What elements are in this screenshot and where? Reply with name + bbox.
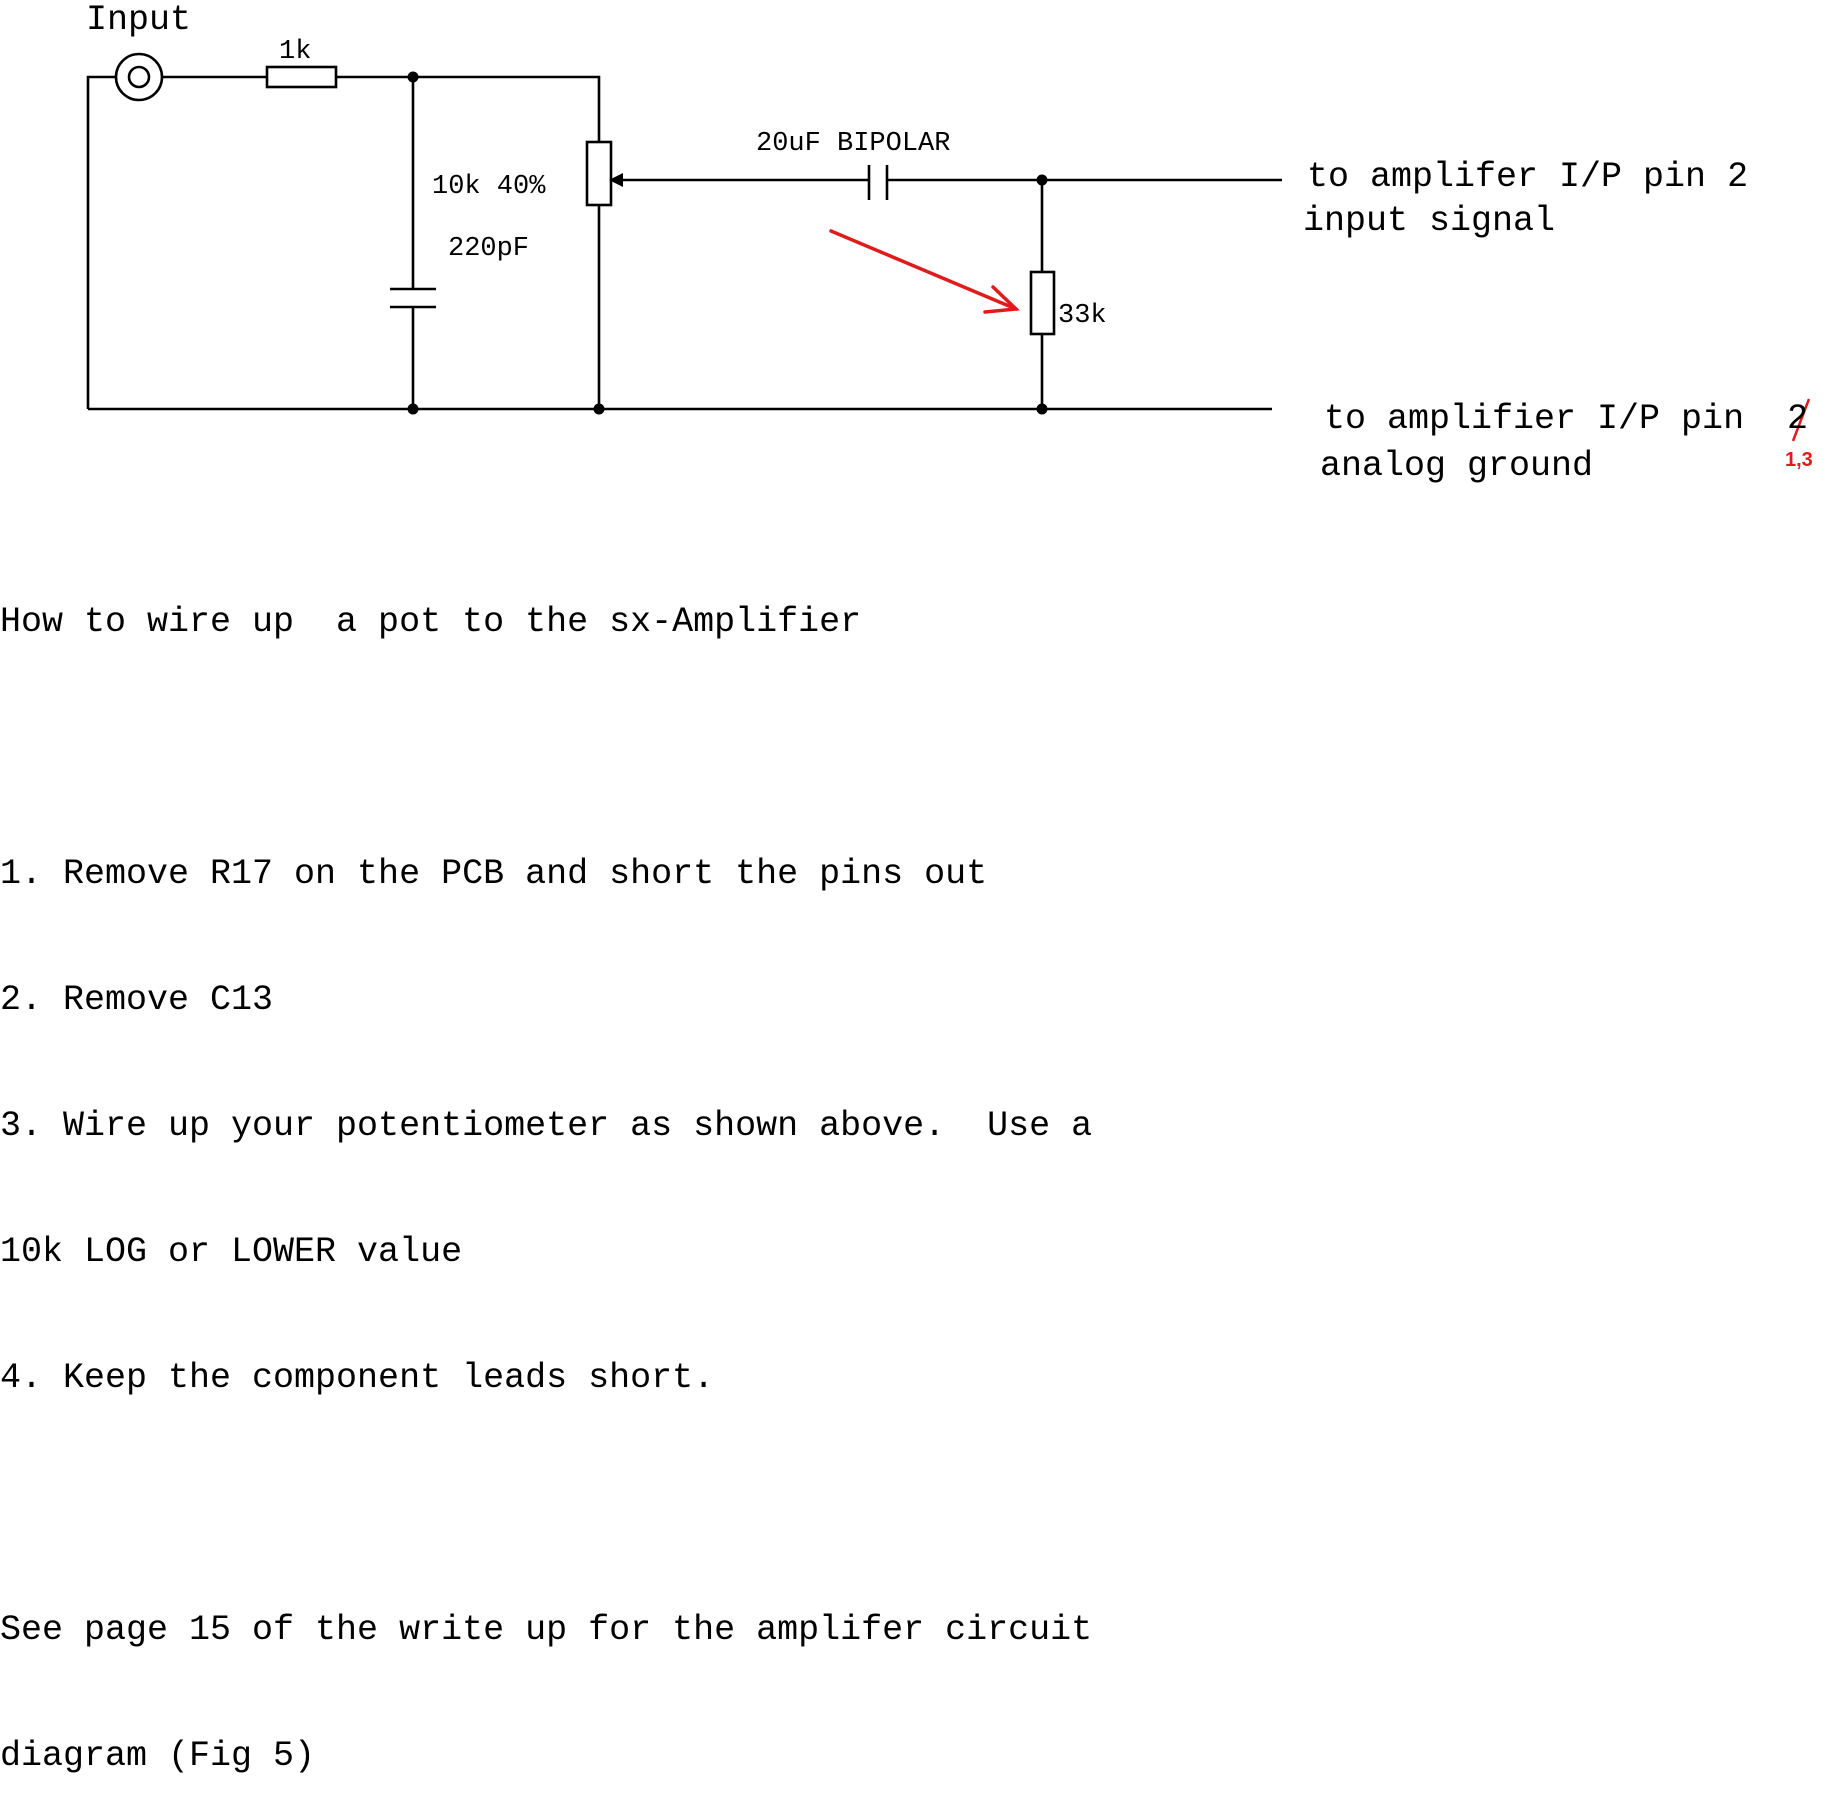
step-2: 2. Remove C13 [0, 980, 274, 1020]
input-ground-wire [86, 75, 115, 409]
instructions-title: How to wire up a pot to the sx-Amplifier [0, 602, 862, 642]
label-10k-40: 10k 40% [432, 172, 546, 202]
blank-line [0, 1483, 1092, 1525]
capacitor-220pf [390, 287, 436, 309]
note-line-1: See page 15 of the write up for the ampl… [0, 1610, 1093, 1650]
resistor-33k [1029, 270, 1056, 336]
note-line-2: diagram (Fig 5) [0, 1736, 316, 1776]
step-1: 1. Remove R17 on the PCB and short the p… [0, 854, 988, 894]
label-220pf: 220pF [448, 234, 529, 264]
junction-dots [407, 71, 1048, 415]
wires [86, 75, 1282, 411]
blank-line [0, 727, 1092, 769]
label-correction: 1,3 [1785, 449, 1813, 471]
red-arrow-icon [829, 229, 1020, 314]
instructions-block: How to wire up a pot to the sx-Amplifier… [0, 517, 1092, 1819]
step-4: 4. Keep the component leads short. [0, 1358, 715, 1398]
step-3-continued: 10k LOG or LOWER value [0, 1232, 463, 1272]
step-3: 3. Wire up your potentiometer as shown a… [0, 1106, 1093, 1146]
resistor-to-pot-top-wire [336, 75, 601, 142]
label-input-signal: input signal [1303, 201, 1555, 241]
label-to-amp-pin2: to amplifer I/P pin 2 [1307, 157, 1748, 197]
input-jack-icon [114, 52, 164, 102]
label-1k: 1k [279, 37, 311, 67]
label-33k: 33k [1058, 301, 1107, 331]
circuit-schematic: Input 1k 10k 40% 220pF 20uF BIPOLAR 33k … [86, 0, 1813, 486]
strike-mark-icon [1791, 398, 1811, 442]
label-input: Input [86, 0, 191, 40]
label-analog-ground: analog ground [1320, 446, 1593, 486]
label-20uf-bipolar: 20uF BIPOLAR [756, 129, 950, 159]
capacitor-20uf-bipolar [867, 165, 889, 200]
wiper-arrow-icon [609, 173, 623, 187]
label-to-amp-ground-pin: to amplifier I/P pin [1324, 399, 1744, 439]
resistor-1k [265, 65, 338, 89]
potentiometer-10k [585, 140, 613, 207]
label-struck-pin: 2 [1787, 399, 1808, 439]
